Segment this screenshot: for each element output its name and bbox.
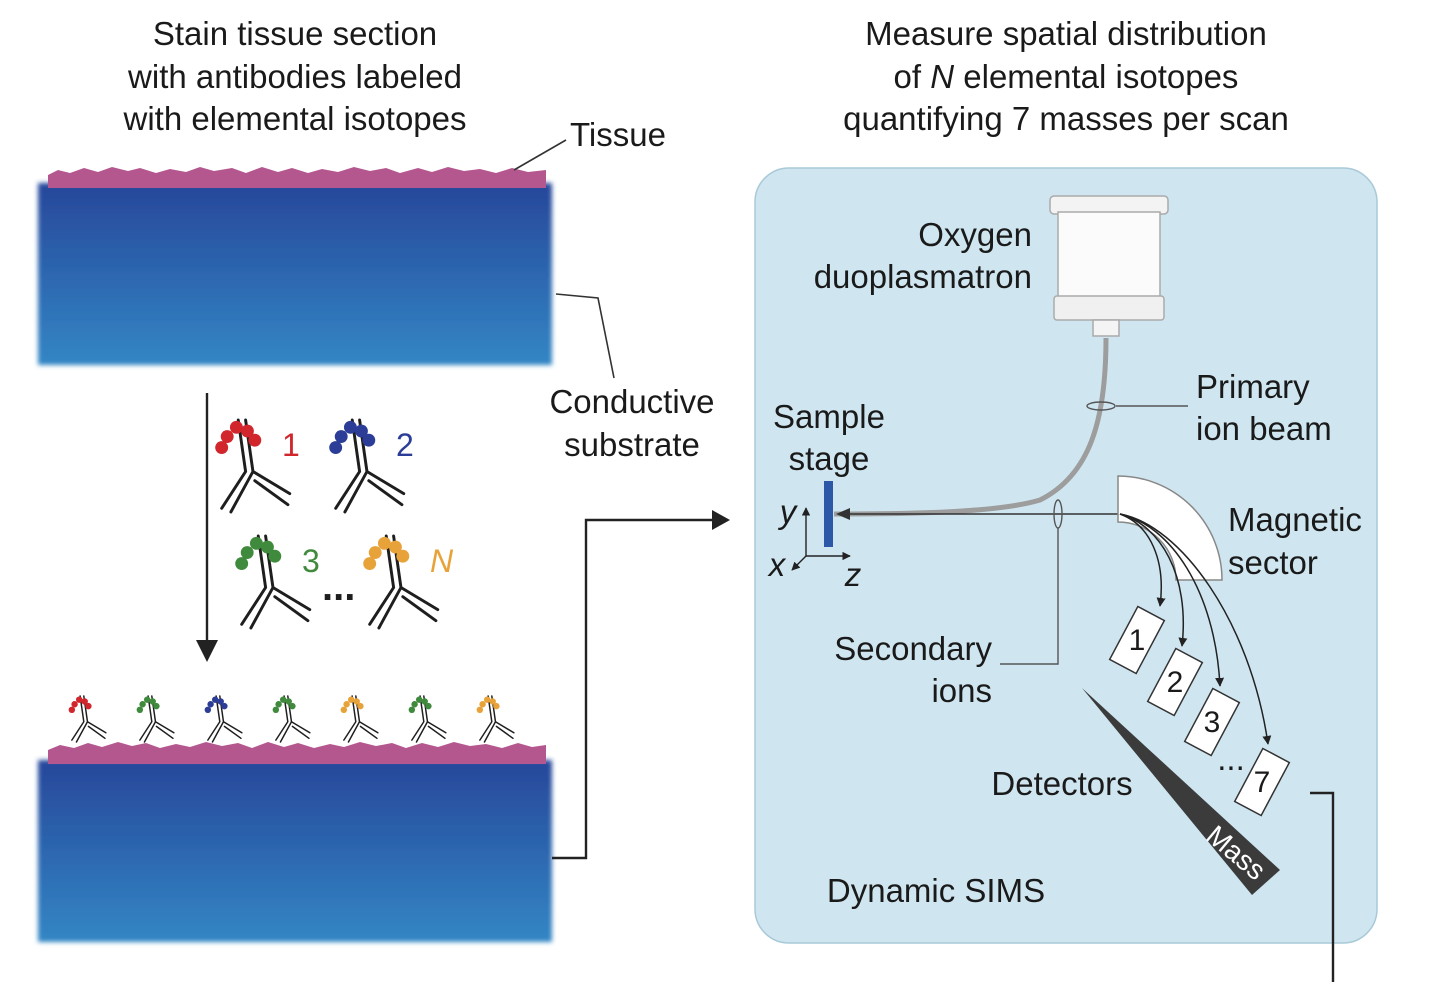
detector-ellipsis: ... [1217, 740, 1245, 777]
sample-label: Sample [773, 398, 885, 435]
antibody-set: 1 2 3 N... [215, 418, 454, 630]
magnetic-sector [1117, 475, 1223, 581]
axis-x-label: x [767, 546, 787, 583]
bound-antibody [204, 695, 243, 743]
detectors-label: Detectors [991, 765, 1132, 802]
duoplasmatron-icon [1049, 195, 1169, 337]
primary-ion-beam [833, 337, 1109, 517]
primary-beam-marker [1086, 401, 1116, 411]
detector-2: 2 [1146, 647, 1204, 717]
oxygen-label: Oxygen [918, 216, 1032, 253]
svg-text:2: 2 [1167, 666, 1184, 699]
magnetic-label: Magnetic [1228, 501, 1362, 538]
left-title-line-1: Stain tissue section [153, 15, 437, 52]
bound-antibodies [68, 695, 515, 743]
flow-connector-head [712, 510, 730, 530]
stain-arrow-head [196, 640, 218, 662]
antibody-label-N: N [430, 543, 454, 579]
secondary-label: Secondary [834, 630, 992, 667]
right-title-line-2: of N elemental isotopes [894, 58, 1239, 95]
bound-antibody [408, 695, 447, 743]
antibody-ellipsis: ... [322, 565, 355, 609]
detector-1: 1 [1108, 605, 1166, 675]
antibody-1 [215, 418, 292, 514]
bottom-substrate-block [38, 742, 552, 942]
axes-gizmo [791, 507, 851, 571]
conductive-substrate-label-2: substrate [564, 426, 700, 463]
bound-antibody [136, 695, 175, 743]
bound-antibody [68, 695, 107, 743]
secondary-ion-arrow [836, 508, 850, 520]
stage-label: stage [789, 440, 870, 477]
svg-text:1: 1 [1129, 624, 1146, 657]
sims-panel [754, 167, 1378, 944]
ions-label: ions [931, 672, 992, 709]
antibody-label-3: 3 [302, 543, 320, 579]
flow-connector [552, 518, 722, 860]
top-substrate-block [38, 167, 552, 365]
duoplasmatron-label: duoplasmatron [814, 258, 1032, 295]
right-title-line-3: quantifying 7 masses per scan [843, 100, 1289, 137]
antibody-label-2: 2 [396, 427, 414, 463]
secondary-ion-leader [1000, 528, 1059, 665]
detector-3: 3 [1183, 687, 1241, 757]
bound-antibody [340, 695, 379, 743]
axis-z-label: z [844, 556, 862, 593]
mass-wedge [1082, 688, 1280, 895]
svg-text:7: 7 [1254, 766, 1271, 799]
right-title-line-1: Measure spatial distribution [865, 15, 1267, 52]
tissue-label: Tissue [570, 116, 666, 153]
tissue-leader-line [513, 139, 567, 171]
left-title-line-3: with elemental isotopes [122, 100, 466, 137]
sample-stage [824, 481, 833, 547]
ion-trajectories [1119, 513, 1272, 745]
left-title-line-2: with antibodies labeled [127, 58, 462, 95]
tissue-layer-bottom [48, 742, 546, 764]
bound-antibody [476, 695, 515, 743]
antibody-N [363, 534, 440, 630]
antibody-3 [235, 534, 312, 630]
bound-antibody [272, 695, 311, 743]
svg-text:3: 3 [1204, 706, 1221, 739]
primary-label: Primary [1196, 368, 1310, 405]
exit-connector [1310, 791, 1335, 982]
ion-beam-label: ion beam [1196, 410, 1332, 447]
axis-y-label: y [778, 493, 799, 530]
dynamic-sims-label: Dynamic SIMS [827, 872, 1045, 909]
antibody-label-1: 1 [282, 427, 300, 463]
detector-7: 7 [1233, 747, 1291, 817]
tissue-layer-top [48, 167, 546, 188]
sector-label: sector [1228, 544, 1318, 581]
antibody-2 [329, 418, 406, 514]
substrate-leader-line [555, 293, 615, 379]
conductive-substrate-label-1: Conductive [549, 383, 714, 420]
